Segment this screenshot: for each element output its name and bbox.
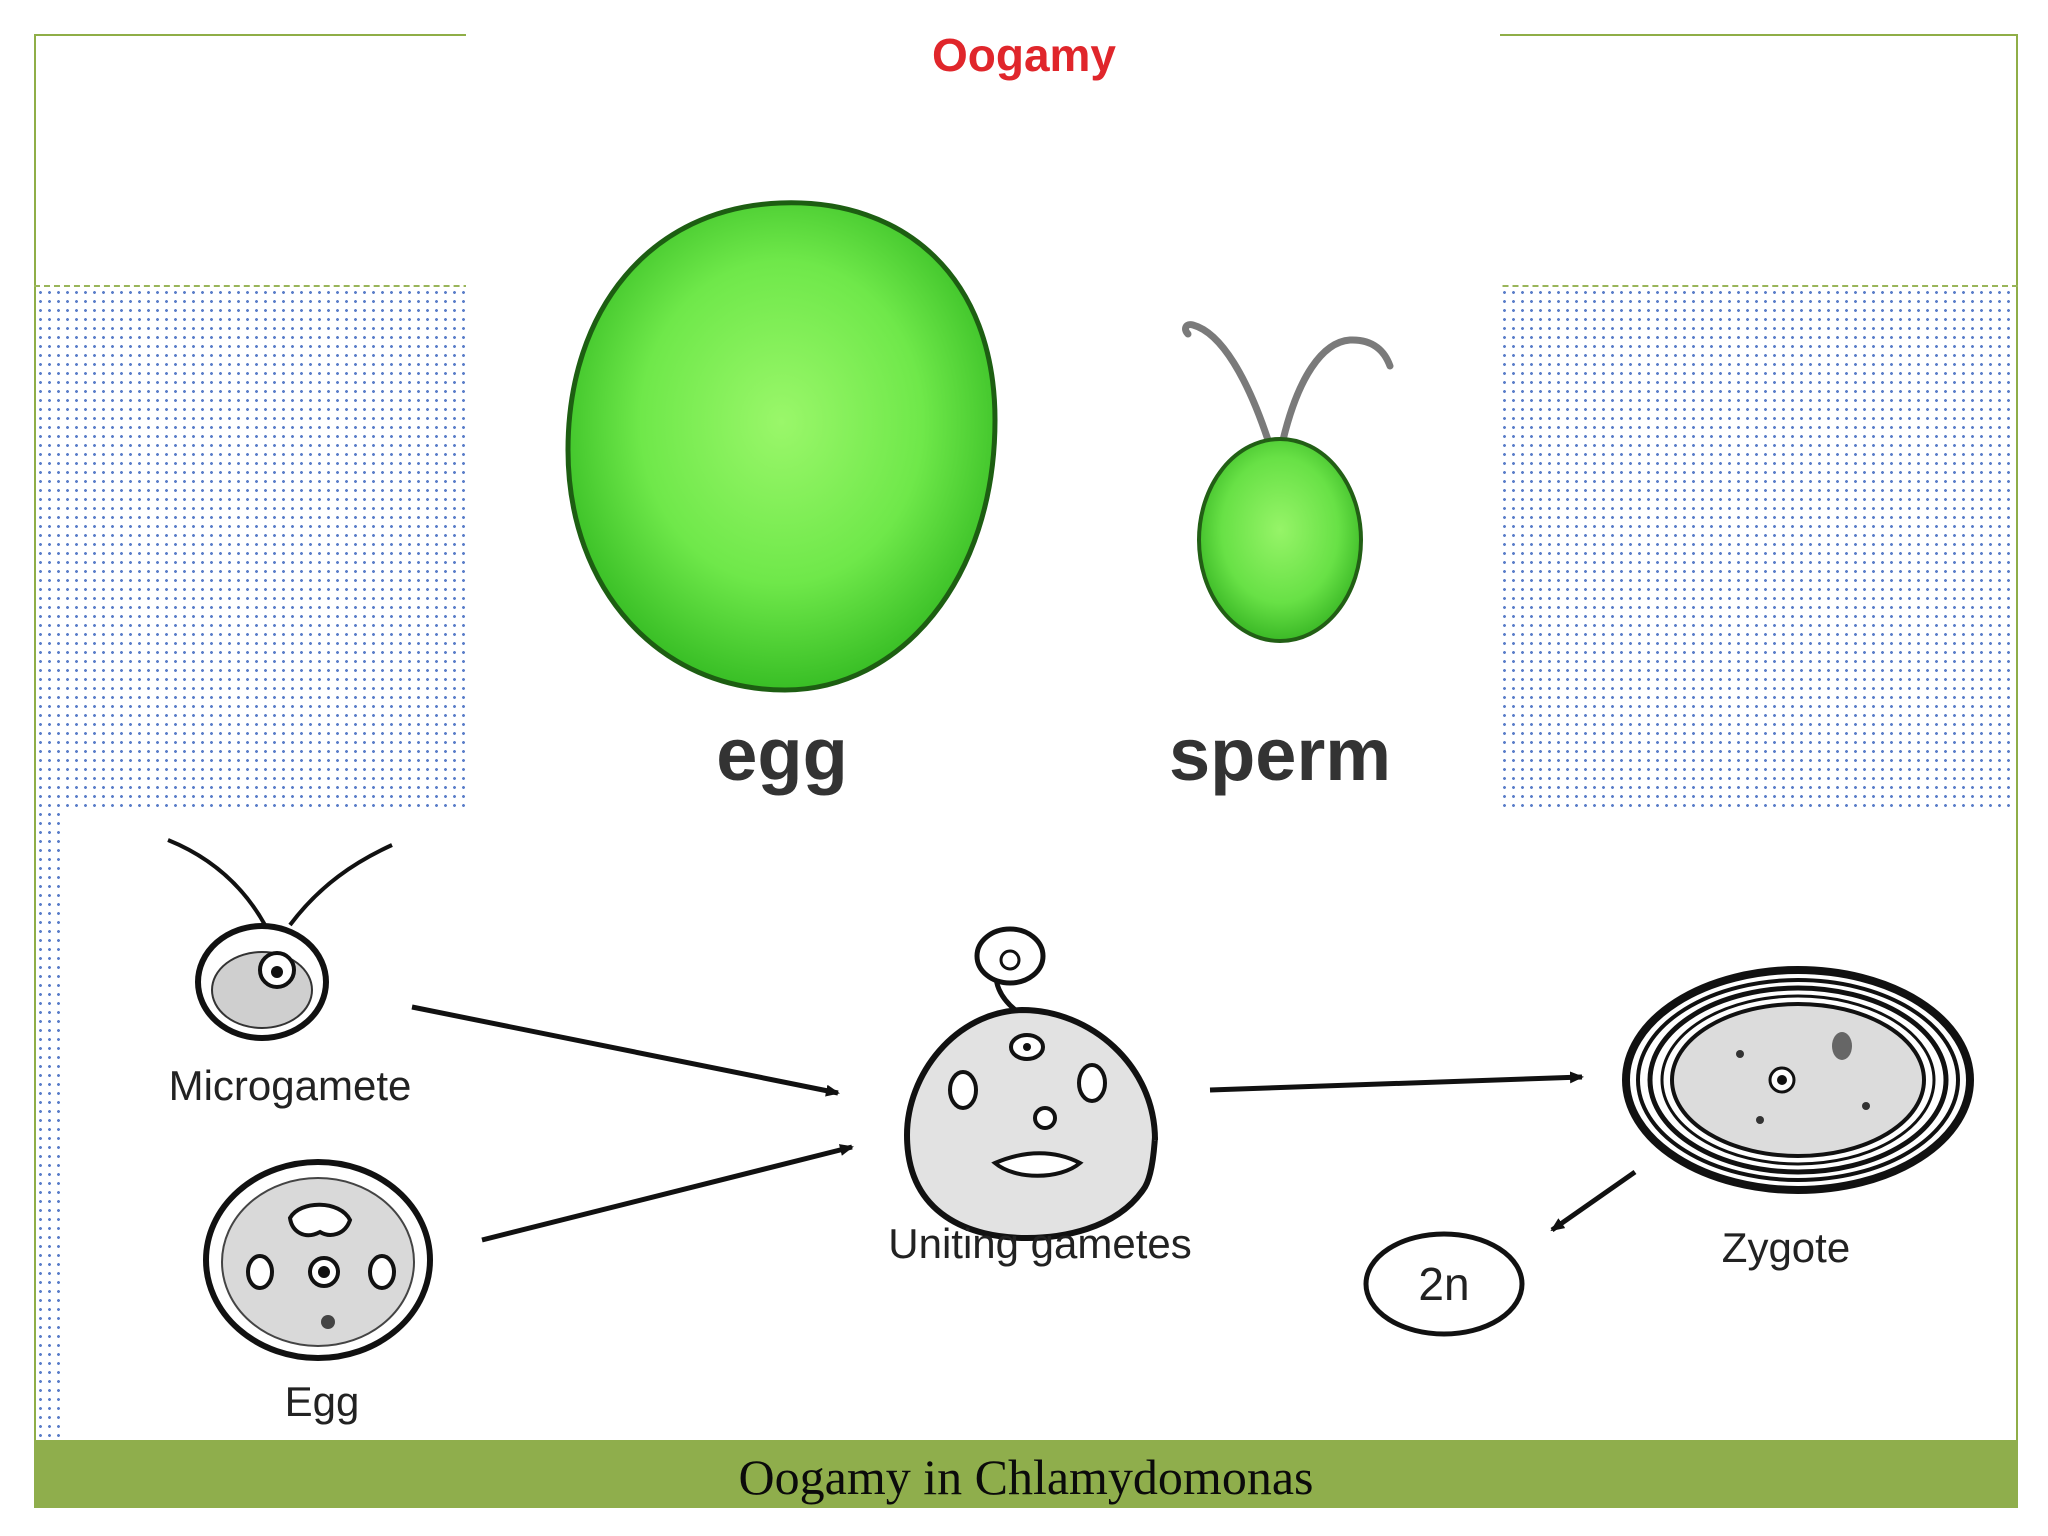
arrow-uniting-to-zygote: [1209, 1071, 1584, 1093]
life-cycle-figure: Microgamete Egg Uniting gametes: [167, 838, 1974, 1425]
ploidy-circle: [1363, 1231, 1525, 1337]
large-egg-cell: [565, 200, 998, 693]
egg-cell: [203, 1159, 433, 1361]
ploidy-label: 2n: [1418, 1258, 1469, 1310]
sperm-label: sperm: [1169, 713, 1391, 796]
dot-pattern-right: [1500, 288, 2016, 808]
microgamete-cell: [167, 838, 393, 1041]
zygote-cell: [1622, 966, 1974, 1194]
slide-title: Oogamy: [931, 29, 1117, 81]
uniting-gametes-label: Uniting gametes: [888, 1220, 1192, 1267]
caption-bar: Oogamy in Chlamydomonas: [34, 1440, 2018, 1508]
arrow-zygote-to-2n: [1550, 1169, 1637, 1233]
uniting-gametes-cell: [903, 926, 1158, 1242]
egg-label: egg: [716, 713, 848, 796]
microgamete-label: Microgamete: [169, 1062, 412, 1109]
arrow-egg-to-uniting: [481, 1144, 854, 1243]
zygote-label: Zygote: [1722, 1224, 1850, 1271]
gamete-size-figure: egg sperm: [565, 200, 1394, 796]
slide-caption: Oogamy in Chlamydomonas: [738, 1449, 1314, 1505]
arrow-microgamete-to-uniting: [411, 1004, 840, 1097]
sperm-cell: [1182, 321, 1394, 643]
egg-diagram-label: Egg: [285, 1378, 360, 1425]
